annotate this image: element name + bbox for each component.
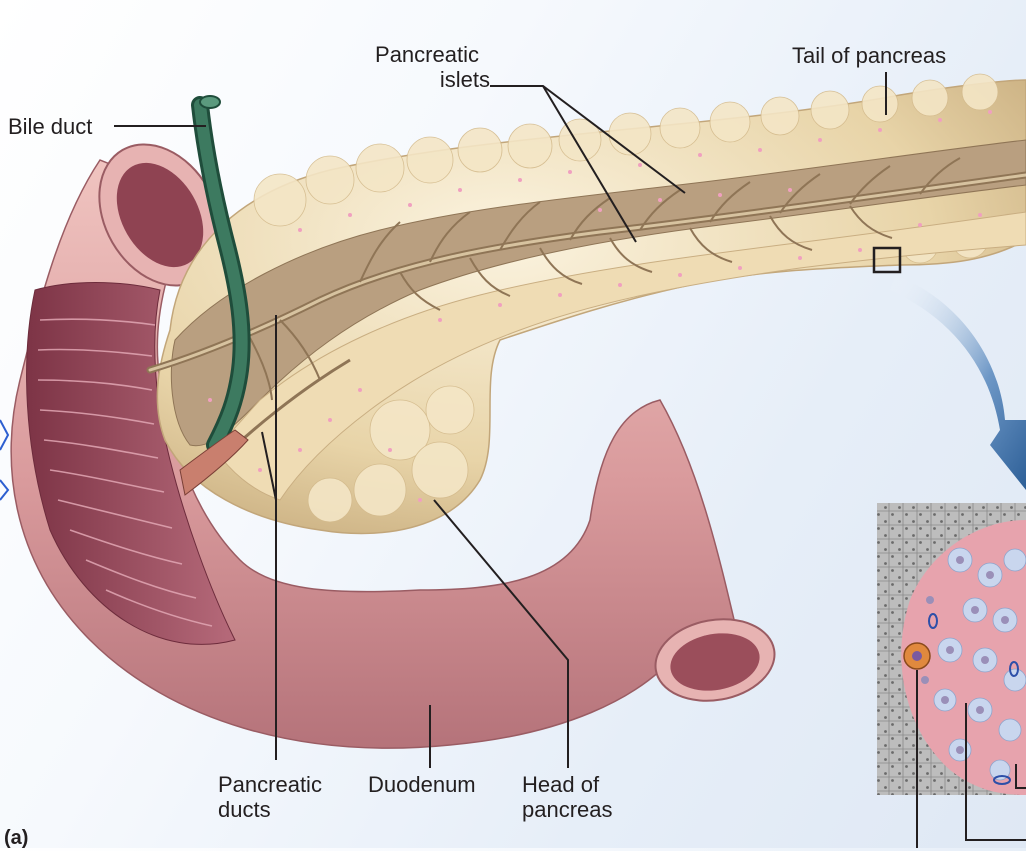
- label-tail-of-pancreas: Tail of pancreas: [792, 43, 947, 68]
- label-head-of-pancreas-line2: pancreas: [522, 797, 613, 822]
- duodenum: [10, 143, 776, 749]
- label-head-of-pancreas-line1: Head of: [522, 772, 600, 797]
- label-pancreatic-ducts-line2: ducts: [218, 797, 271, 822]
- label-duodenum: Duodenum: [368, 772, 476, 797]
- leader-lines: [114, 72, 1026, 848]
- label-pancreatic-islets: Pancreatic islets: [364, 42, 490, 92]
- part-label: (a): [4, 827, 29, 849]
- label-pancreatic-ducts-line1: Pancreatic: [218, 772, 322, 797]
- label-pancreatic-ducts: Pancreatic ducts: [218, 772, 322, 822]
- label-head-of-pancreas: Head of pancreas: [522, 772, 613, 822]
- label-pancreatic-islets-line2: islets: [439, 67, 490, 92]
- islet-micrograph: [877, 503, 1026, 795]
- label-bile-duct: Bile duct: [8, 114, 93, 139]
- bile-duct: [179, 95, 251, 496]
- pancreas: [146, 73, 1026, 535]
- detail-box: [872, 246, 902, 274]
- label-pancreatic-islets-line1: Pancreatic: [375, 42, 479, 67]
- zoom-arrow: [890, 275, 1026, 490]
